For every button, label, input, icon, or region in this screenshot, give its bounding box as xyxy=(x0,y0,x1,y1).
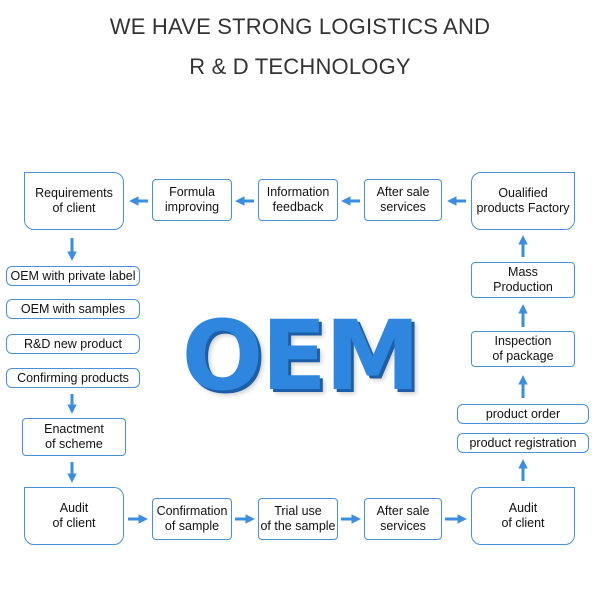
box-line: of client xyxy=(52,201,96,215)
box-label: OEM with private label xyxy=(10,268,136,283)
confirming-products-box: Confirming products xyxy=(6,368,140,388)
box-line: Requirements xyxy=(35,186,113,200)
box-line: Production xyxy=(493,280,553,294)
rd-new-product-box: R&D new product xyxy=(6,334,140,354)
box-line: Audit xyxy=(59,501,89,515)
box-line: Trial use xyxy=(274,504,322,518)
box-line: services xyxy=(380,519,426,533)
oem-private-label-box: OEM with private label xyxy=(6,266,140,286)
box-line: services xyxy=(380,200,426,214)
product-registration-box: product registration xyxy=(457,433,589,453)
box-line: Enactment xyxy=(44,422,104,436)
box-line: Formula xyxy=(169,185,215,199)
box-line: feedback xyxy=(272,200,324,214)
box-line: of client xyxy=(52,516,96,530)
product-order-box: product order xyxy=(457,404,589,424)
box-line: Confirmation xyxy=(156,504,228,518)
box-line: of sample xyxy=(164,519,220,533)
box-line: of package xyxy=(492,349,554,363)
header-title-line1: WE HAVE STRONG LOGISTICS AND xyxy=(109,14,491,39)
box-line: Information xyxy=(266,185,330,199)
header-title-line2: R & D TECHNOLOGY xyxy=(189,54,411,79)
box-label: R&D new product xyxy=(24,336,122,351)
box-line: Audit xyxy=(508,501,538,515)
box-line: improving xyxy=(164,200,220,214)
box-line: Inspection xyxy=(494,334,552,348)
oem-logo: OEM xyxy=(181,300,421,412)
box-line: After sale xyxy=(376,504,430,518)
box-line: of the sample xyxy=(260,519,336,533)
box-label: Confirming products xyxy=(17,370,129,385)
box-line: of client xyxy=(501,516,545,530)
oem-with-samples-box: OEM with samples xyxy=(6,299,140,319)
box-label: product order xyxy=(485,406,561,421)
box-label: product registration xyxy=(469,435,577,450)
box-line: Oualified xyxy=(498,186,548,200)
box-line: products Factory xyxy=(476,201,570,215)
box-line: After sale xyxy=(376,185,430,199)
box-line: of scheme xyxy=(45,437,103,451)
box-line: Mass xyxy=(508,265,538,279)
box-label: OEM with samples xyxy=(20,301,126,316)
